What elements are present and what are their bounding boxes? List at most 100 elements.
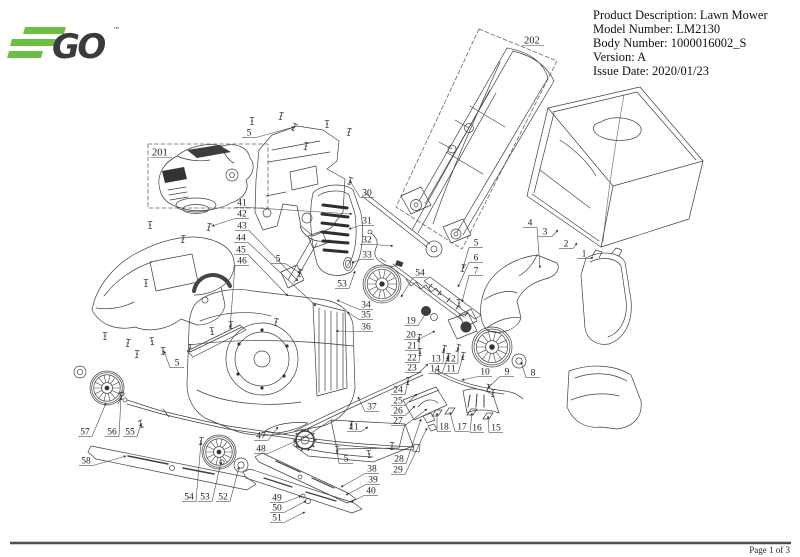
screw-glyph bbox=[324, 120, 330, 128]
callout-56: 56 bbox=[107, 428, 117, 438]
callout-5: 5 bbox=[344, 455, 349, 465]
callout-38: 38 bbox=[367, 465, 377, 475]
callout-27: 27 bbox=[393, 417, 403, 427]
belt-cover bbox=[264, 422, 309, 434]
callout-44: 44 bbox=[236, 234, 246, 244]
screw-glyph bbox=[490, 388, 496, 398]
assembly-label-202: 202 bbox=[524, 36, 540, 47]
callout-13: 13 bbox=[431, 355, 441, 365]
side-discharge-chute bbox=[292, 419, 414, 463]
callout-19: 19 bbox=[406, 317, 416, 327]
callout-51: 51 bbox=[272, 514, 282, 524]
callout-12: 12 bbox=[446, 355, 456, 365]
hub-disc bbox=[73, 365, 87, 379]
info-line-model: Model Number: LM2130 bbox=[593, 22, 720, 36]
callout-49: 49 bbox=[272, 494, 282, 504]
callout-33: 33 bbox=[362, 251, 372, 261]
screw-glyph bbox=[118, 392, 124, 400]
callout-23: 23 bbox=[407, 364, 417, 374]
callout-40: 40 bbox=[366, 487, 376, 497]
callout-1: 1 bbox=[582, 250, 587, 260]
screw-glyph bbox=[143, 279, 149, 287]
screw-glyph bbox=[303, 141, 310, 151]
callout-15: 15 bbox=[491, 424, 501, 434]
bracket-plate bbox=[482, 412, 494, 420]
skirt-rod bbox=[434, 369, 524, 400]
callout-5: 5 bbox=[247, 129, 252, 139]
callout-20: 20 bbox=[406, 331, 416, 341]
callout-29: 29 bbox=[393, 466, 403, 476]
wheel bbox=[89, 370, 125, 406]
callout-42: 42 bbox=[237, 210, 247, 220]
callout-58: 58 bbox=[81, 457, 91, 467]
fan-sprocket bbox=[293, 428, 317, 452]
screw-glyph bbox=[180, 234, 186, 244]
callout-2: 2 bbox=[564, 240, 569, 250]
mower-deck bbox=[186, 230, 356, 436]
hub-disc bbox=[305, 498, 311, 504]
callout-17: 17 bbox=[457, 423, 467, 433]
callout-43: 43 bbox=[237, 222, 247, 232]
callout-36: 36 bbox=[361, 323, 371, 333]
callout-31: 31 bbox=[362, 217, 372, 227]
logo-go-text: GO bbox=[52, 27, 105, 67]
motor-assembly-201 bbox=[147, 143, 269, 214]
rear-door-flap bbox=[580, 247, 632, 345]
page-number: Page 1 of 3 bbox=[749, 545, 790, 555]
callout-47: 47 bbox=[256, 432, 266, 442]
screw-glyph bbox=[249, 117, 255, 125]
callout-16: 16 bbox=[472, 424, 482, 434]
callout-39: 39 bbox=[368, 476, 378, 486]
callout-32: 32 bbox=[362, 236, 372, 246]
callout-41: 41 bbox=[237, 199, 247, 209]
wheel bbox=[471, 326, 513, 368]
info-line-product: Product Description: Lawn Mower bbox=[593, 8, 768, 22]
callout-53: 53 bbox=[337, 280, 347, 290]
callout-5: 5 bbox=[175, 359, 180, 369]
callout-3: 3 bbox=[543, 228, 548, 238]
pinion-gear bbox=[460, 321, 472, 333]
handle-assembly-202 bbox=[361, 28, 558, 258]
callout-57: 57 bbox=[80, 428, 90, 438]
mud-flaps bbox=[462, 365, 642, 430]
cutting-blades bbox=[87, 445, 363, 514]
bracket-plate bbox=[431, 409, 443, 417]
callout-24: 24 bbox=[393, 386, 403, 396]
assembly-label-201: 201 bbox=[152, 148, 168, 159]
screw-glyph bbox=[456, 299, 462, 307]
screw-glyph bbox=[228, 321, 234, 329]
callout-52: 52 bbox=[218, 493, 228, 503]
callout-53: 53 bbox=[200, 493, 210, 503]
callout-5: 5 bbox=[474, 239, 479, 249]
side-trim-strip bbox=[186, 324, 247, 358]
hub-disc bbox=[233, 457, 249, 473]
callout-22: 22 bbox=[407, 354, 417, 364]
screw-glyph bbox=[160, 347, 166, 355]
callout-45: 45 bbox=[236, 246, 246, 256]
grass-bag bbox=[526, 86, 704, 248]
screw-glyph bbox=[149, 336, 155, 346]
bracket-plate bbox=[444, 407, 456, 415]
battery-cover-door bbox=[310, 184, 363, 276]
screw-glyph bbox=[366, 449, 372, 459]
callout-25: 25 bbox=[393, 397, 403, 407]
screw-glyph bbox=[187, 343, 193, 353]
callout-4: 4 bbox=[528, 219, 533, 229]
info-line-issue-date: Issue Date: 2020/01/23 bbox=[593, 64, 709, 78]
screw-glyph bbox=[125, 338, 131, 348]
callout-55: 55 bbox=[125, 428, 135, 438]
screw-glyph bbox=[147, 221, 153, 229]
screw-glyph bbox=[389, 441, 395, 451]
callout-50: 50 bbox=[272, 504, 282, 514]
upper-body-shell bbox=[91, 236, 235, 331]
screw-glyph bbox=[102, 332, 108, 340]
screw-glyph bbox=[198, 436, 204, 446]
ego-logo: GO ™ bbox=[7, 26, 120, 67]
callout-46: 46 bbox=[237, 257, 247, 267]
callout-48: 48 bbox=[256, 445, 266, 455]
callout-9: 9 bbox=[505, 368, 510, 378]
callout-54: 54 bbox=[415, 269, 425, 279]
callout-26: 26 bbox=[393, 407, 403, 417]
